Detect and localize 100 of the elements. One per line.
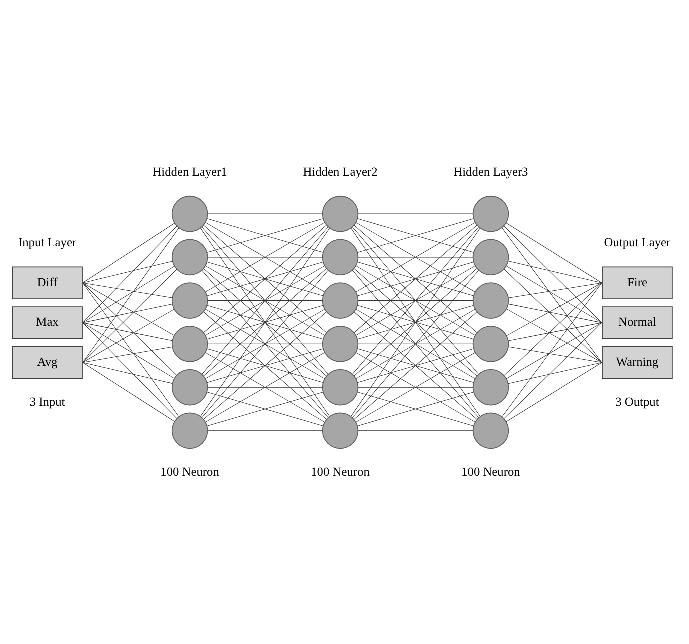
connector xyxy=(82,362,173,384)
connector xyxy=(508,322,602,341)
connector xyxy=(82,260,173,283)
connector xyxy=(82,304,173,323)
connector xyxy=(358,386,474,388)
connector xyxy=(204,268,327,376)
node-circle xyxy=(322,238,359,276)
connector xyxy=(82,282,175,336)
connector xyxy=(206,218,324,252)
label: 100 Neuron xyxy=(462,464,520,478)
connector xyxy=(208,430,324,431)
connector xyxy=(356,352,476,422)
node-circle xyxy=(472,368,510,406)
connector xyxy=(354,268,478,376)
node-box: Warning xyxy=(602,346,673,379)
connector xyxy=(82,222,176,283)
connector xyxy=(82,282,173,298)
connector xyxy=(206,392,324,426)
label: Hidden Layer3 xyxy=(454,164,528,178)
label: Input Layer xyxy=(18,235,77,250)
node-circle xyxy=(172,282,208,318)
label: 100 Neuron xyxy=(160,464,220,478)
node-box: Normal xyxy=(602,306,673,339)
connector xyxy=(358,213,474,214)
label: 100 Neuron xyxy=(311,464,370,478)
connector xyxy=(354,224,478,333)
connector xyxy=(508,346,602,363)
connector xyxy=(208,213,324,214)
connector xyxy=(508,303,602,323)
connector xyxy=(506,265,602,323)
label: 3 Output xyxy=(616,394,660,408)
label: Hidden Layer2 xyxy=(303,164,378,178)
node-circle xyxy=(322,195,359,232)
node-circle xyxy=(322,412,359,449)
node-box: Fire xyxy=(602,266,673,299)
connector xyxy=(506,308,602,363)
connector xyxy=(356,308,476,379)
connector xyxy=(82,322,175,378)
label: Hidden Layer1 xyxy=(152,164,228,178)
connector xyxy=(358,430,474,431)
node-box: Max xyxy=(12,306,83,339)
connector xyxy=(356,222,476,292)
connector xyxy=(358,300,474,301)
connector xyxy=(356,265,476,336)
connector xyxy=(206,261,324,296)
connector xyxy=(82,322,178,418)
connector xyxy=(502,227,602,363)
node-circle xyxy=(472,326,510,362)
connector xyxy=(82,268,178,363)
connector xyxy=(206,348,324,383)
connector xyxy=(508,260,602,283)
connector xyxy=(358,343,474,344)
connector xyxy=(82,227,180,363)
node-circle xyxy=(172,412,208,449)
connector xyxy=(506,362,602,422)
connector xyxy=(504,225,602,323)
connector xyxy=(204,311,327,420)
connector xyxy=(208,300,324,301)
connector xyxy=(205,352,326,422)
node-circle xyxy=(472,412,510,449)
connector xyxy=(82,308,175,363)
connector xyxy=(208,386,324,388)
connector xyxy=(508,362,602,384)
node-circle xyxy=(322,368,359,406)
connector xyxy=(506,222,602,283)
connector xyxy=(358,256,474,258)
connector xyxy=(357,392,474,426)
node-circle xyxy=(322,282,359,318)
connector xyxy=(354,311,478,420)
connector xyxy=(82,346,173,363)
connector xyxy=(205,222,326,292)
connector xyxy=(508,282,602,298)
label: 3 Input xyxy=(30,394,66,408)
connector xyxy=(208,256,324,258)
connector xyxy=(82,362,176,422)
label: Output Layer xyxy=(604,235,671,250)
connector xyxy=(204,224,327,333)
node-circle xyxy=(172,326,208,362)
connector xyxy=(504,282,602,376)
connector xyxy=(504,322,602,419)
node-box: Diff xyxy=(12,266,83,299)
connector xyxy=(506,322,602,379)
node-circle xyxy=(322,326,359,362)
node-circle xyxy=(472,238,510,276)
node-box: Avg xyxy=(12,346,83,379)
connector xyxy=(506,282,602,336)
connector xyxy=(82,322,173,341)
node-circle xyxy=(472,195,510,232)
node-circle xyxy=(472,282,510,318)
connector xyxy=(208,343,324,344)
node-circle xyxy=(172,195,208,232)
connector xyxy=(357,304,474,340)
connector xyxy=(206,304,324,340)
connector xyxy=(504,268,602,363)
connector xyxy=(502,282,602,417)
connector xyxy=(205,308,326,379)
connector xyxy=(82,282,180,417)
node-circle xyxy=(172,368,208,406)
node-circle xyxy=(172,238,208,276)
connector xyxy=(350,228,481,416)
